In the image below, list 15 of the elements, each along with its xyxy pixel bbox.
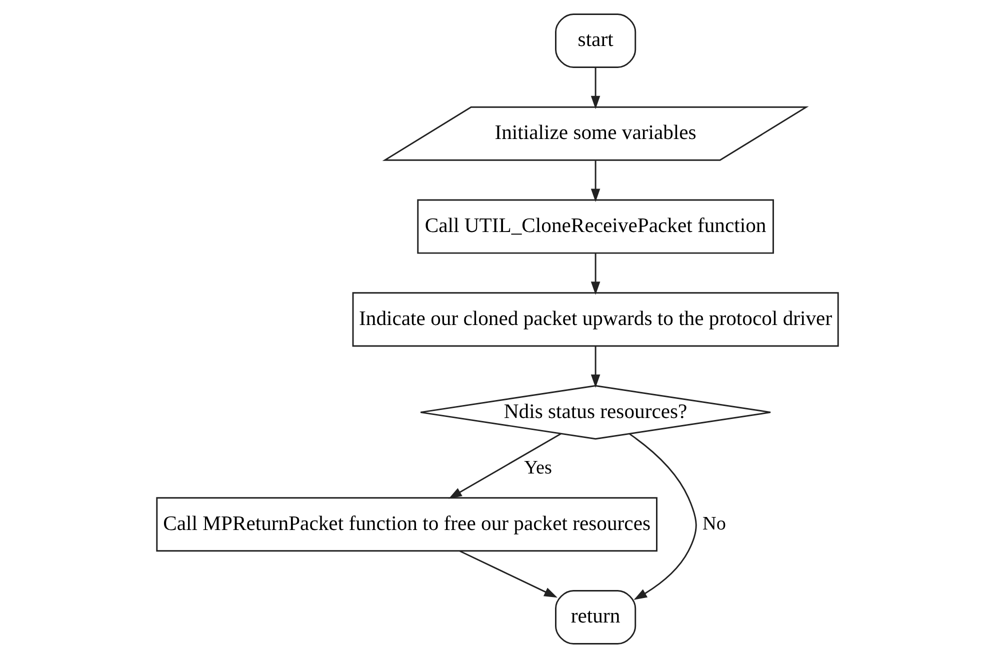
node-box: Indicate our cloned packet upwards to the protocol driver xyxy=(352,292,839,347)
edge-label: Yes xyxy=(524,457,552,478)
node-diamond: Ndis status resources? xyxy=(420,385,772,440)
arrow xyxy=(460,550,558,598)
arrow xyxy=(590,160,600,202)
arrow xyxy=(590,346,600,388)
arrow xyxy=(629,433,697,600)
edge-label: No xyxy=(702,513,726,534)
arrow xyxy=(590,68,600,110)
node-box: return xyxy=(555,590,636,645)
arrow xyxy=(590,254,600,295)
node-box: start xyxy=(555,13,636,68)
arrow xyxy=(448,433,562,499)
node-box: Call UTIL_CloneReceivePacket function xyxy=(417,199,774,254)
node-box: Call MPReturnPacket function to free our packet resources xyxy=(156,497,658,552)
